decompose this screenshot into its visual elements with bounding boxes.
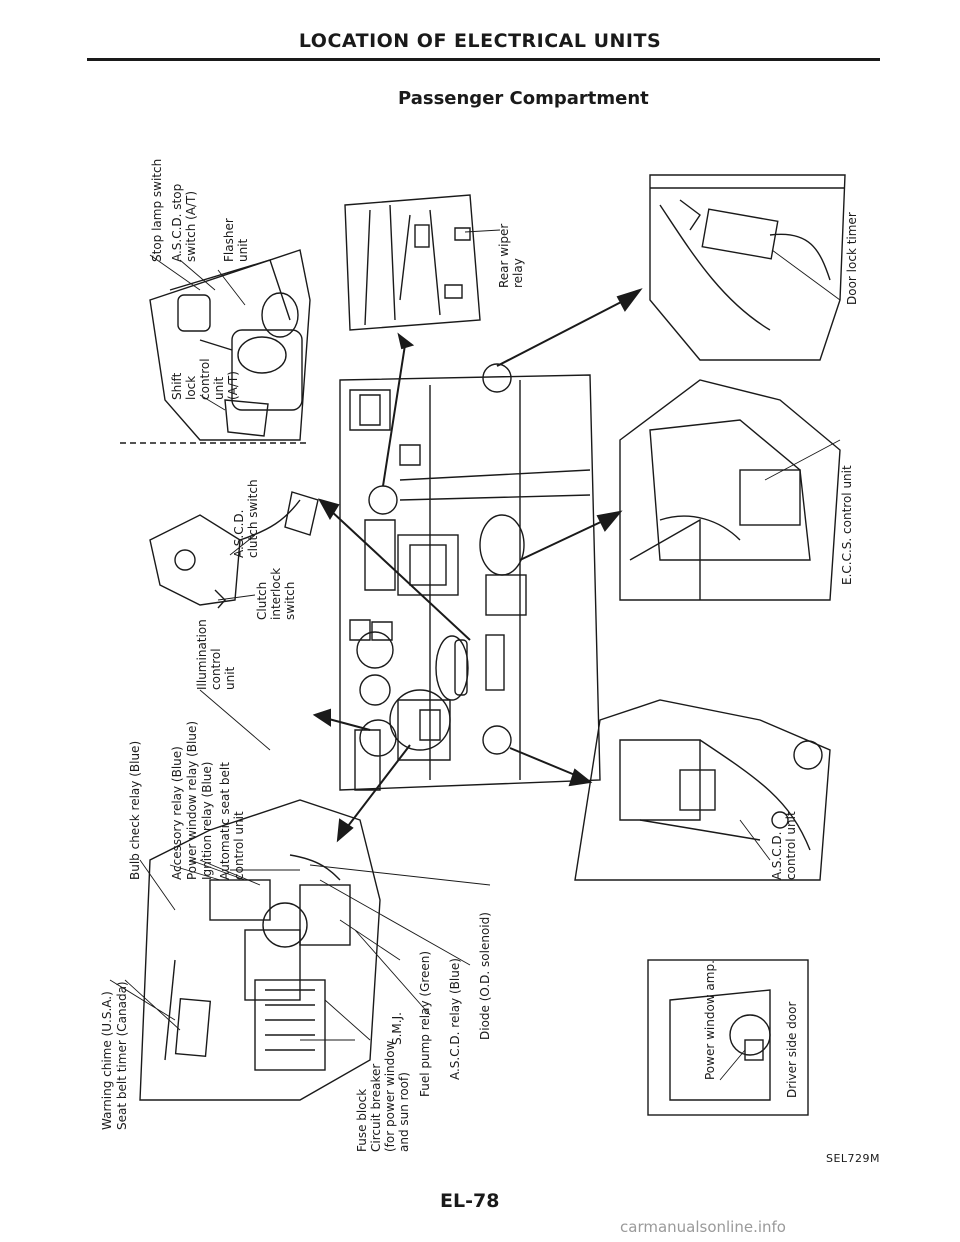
label-ascd-control-unit: A.S.C.D. control unit — [770, 811, 798, 880]
label-ignition-relay: Ignition relay (Blue) — [200, 761, 214, 880]
label-eccs-control-unit: E.C.C.S. control unit — [840, 465, 854, 585]
label-ascd-stop-switch: A.S.C.D. stop switch (A/T) — [170, 183, 198, 262]
dashboard — [339, 374, 601, 791]
label-driver-side-door: Driver side door — [785, 1001, 799, 1098]
label-stop-lamp-switch: Stop lamp switch — [150, 158, 164, 262]
label-automatic-seat-belt: Automatic seat belt control unit — [218, 762, 246, 880]
inset-driver-door — [647, 959, 809, 1116]
label-door-lock-timer: Door lock timer — [845, 212, 859, 305]
label-rear-wiper-relay: Rear wiper relay — [497, 223, 525, 288]
label-illumination-control-unit: Illumination control unit — [195, 619, 237, 690]
section-title: Passenger Compartment — [398, 88, 649, 109]
label-seat-belt-timer: Seat belt timer (Canada) — [115, 981, 129, 1130]
label-fuel-pump-relay: Fuel pump relay (Green) — [418, 950, 432, 1097]
label-shift-lock-control-unit: Shift lock control unit (A/T) — [170, 358, 240, 400]
label-clutch-interlock-switch: Clutch interlock switch — [255, 567, 297, 620]
label-ascd-relay: A.S.C.D. relay (Blue) — [448, 958, 462, 1080]
inset-ascd-control — [574, 699, 831, 881]
label-accessory-relay: Accessory relay (Blue) — [170, 746, 184, 880]
label-power-window-relay: Power window relay (Blue) — [185, 720, 199, 880]
page-number: EL-78 — [440, 1190, 500, 1212]
label-ascd-clutch-switch: A.S.C.D. clutch switch — [232, 479, 260, 558]
title-rule — [87, 58, 880, 61]
inset-rear-wiper — [344, 194, 481, 331]
watermark: carmanualsonline.info — [620, 1218, 786, 1236]
page-title: LOCATION OF ELECTRICAL UNITS — [298, 30, 662, 52]
label-bulb-check-relay: Bulb check relay (Blue) — [128, 740, 142, 880]
inset-fuse-block — [139, 799, 381, 1101]
label-smj: S.M.J. — [390, 1012, 404, 1045]
inset-eccs — [619, 379, 841, 601]
inset-stop-lamp — [120, 249, 311, 444]
label-diode: Diode (O.D. solenoid) — [478, 912, 492, 1040]
figure-code: SEL729M — [826, 1152, 881, 1165]
label-power-window-amp: Power window amp. — [703, 960, 717, 1080]
label-flasher-unit: Flasher unit — [222, 218, 250, 262]
label-fuse-block: Fuse block Circuit breaker (for power wi… — [355, 1040, 411, 1152]
label-warning-chime: Warning chime (U.S.A.) — [100, 991, 114, 1130]
inset-clutch — [149, 491, 319, 609]
inset-door-lock — [649, 174, 846, 361]
